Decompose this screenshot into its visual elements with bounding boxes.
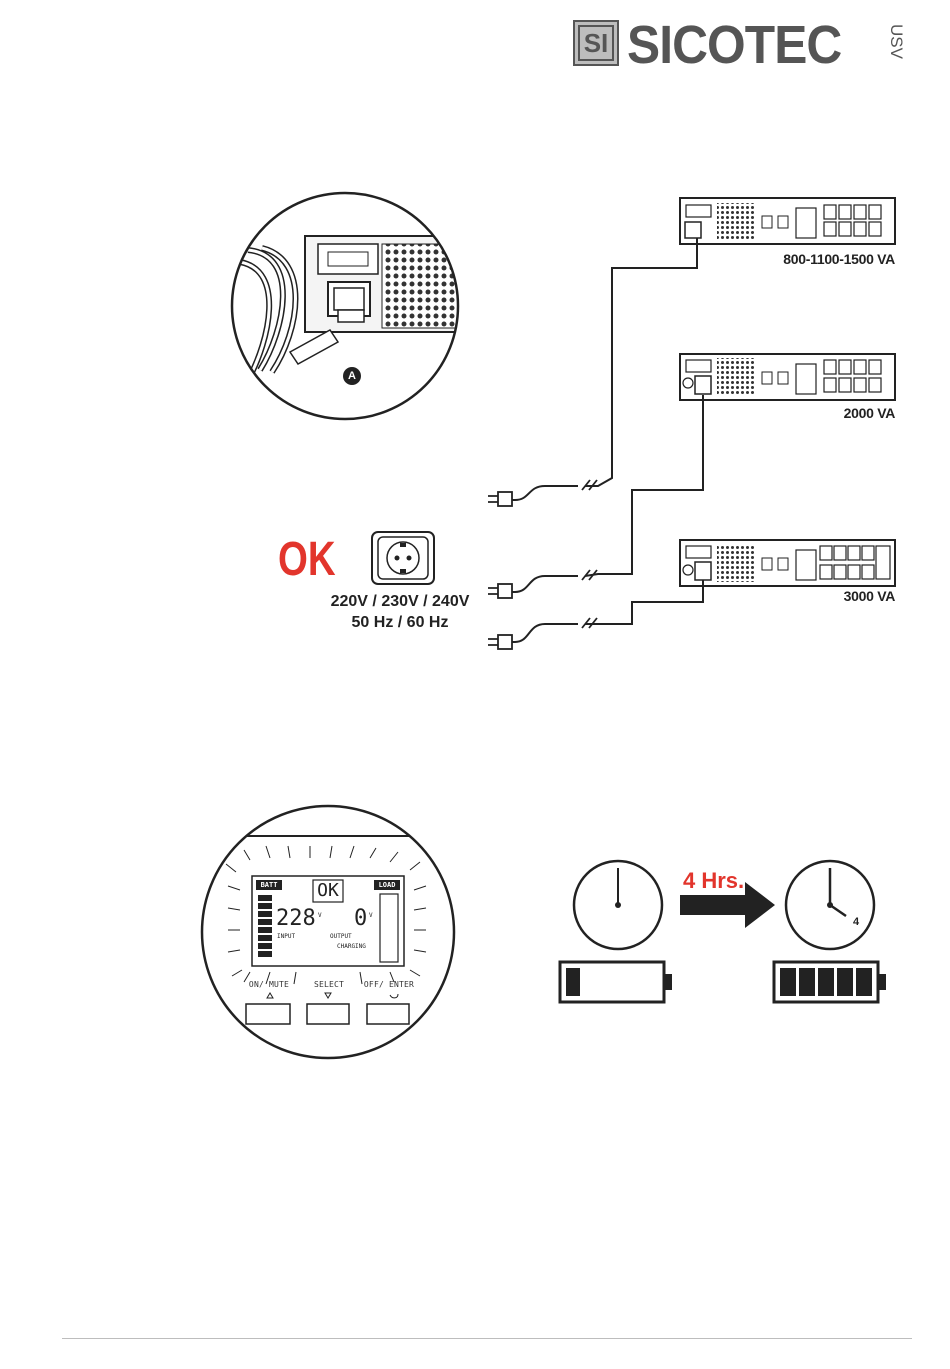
model-label-800-1500: 800-1100-1500 VA	[745, 251, 895, 267]
battery-full-icon	[774, 962, 886, 1002]
wall-socket-icon	[372, 532, 434, 584]
mains-voltage: 220V / 230V / 240V	[320, 592, 480, 613]
mains-frequency: 50 Hz / 60 Hz	[320, 613, 480, 634]
clock-start-icon	[574, 861, 662, 949]
power-cables	[505, 238, 703, 642]
ups-2000	[680, 354, 895, 400]
battery-empty-icon	[560, 962, 672, 1002]
lcd-input-label: INPUT	[277, 933, 295, 940]
lcd-ok-indicator: OK	[313, 880, 343, 902]
ups-800-1500	[680, 198, 895, 244]
model-label-2000: 2000 VA	[745, 405, 895, 421]
lcd-btn-off-enter-label: OFF/ ENTER	[362, 980, 416, 989]
lcd-output-value: 0	[354, 908, 367, 930]
lcd-status: CHARGING	[337, 943, 366, 950]
clock-end-icon	[786, 861, 874, 949]
lcd-load-label: LOAD	[374, 880, 400, 890]
footer-rule	[62, 1338, 912, 1339]
lcd-output-unit: V	[369, 912, 373, 919]
mains-plugs	[488, 492, 512, 649]
lcd-btn-on-mute-label: ON/ MUTE	[246, 980, 292, 989]
connector-a-label: A	[343, 368, 361, 384]
charging-duration: 4 Hrs.	[683, 870, 744, 892]
mains-ok-label: OK	[278, 536, 336, 584]
lcd-batt-label: BATT	[256, 880, 282, 890]
lcd-input-unit: V	[318, 912, 322, 919]
model-label-3000: 3000 VA	[745, 588, 895, 604]
ups-3000	[680, 540, 895, 586]
rear-panel-detail	[232, 192, 475, 422]
lcd-input-value: 228	[276, 908, 316, 930]
clock-end-number: 4	[853, 916, 859, 928]
lcd-output-label: OUTPUT	[330, 933, 352, 940]
lcd-btn-select-label: SELECT	[306, 980, 352, 989]
